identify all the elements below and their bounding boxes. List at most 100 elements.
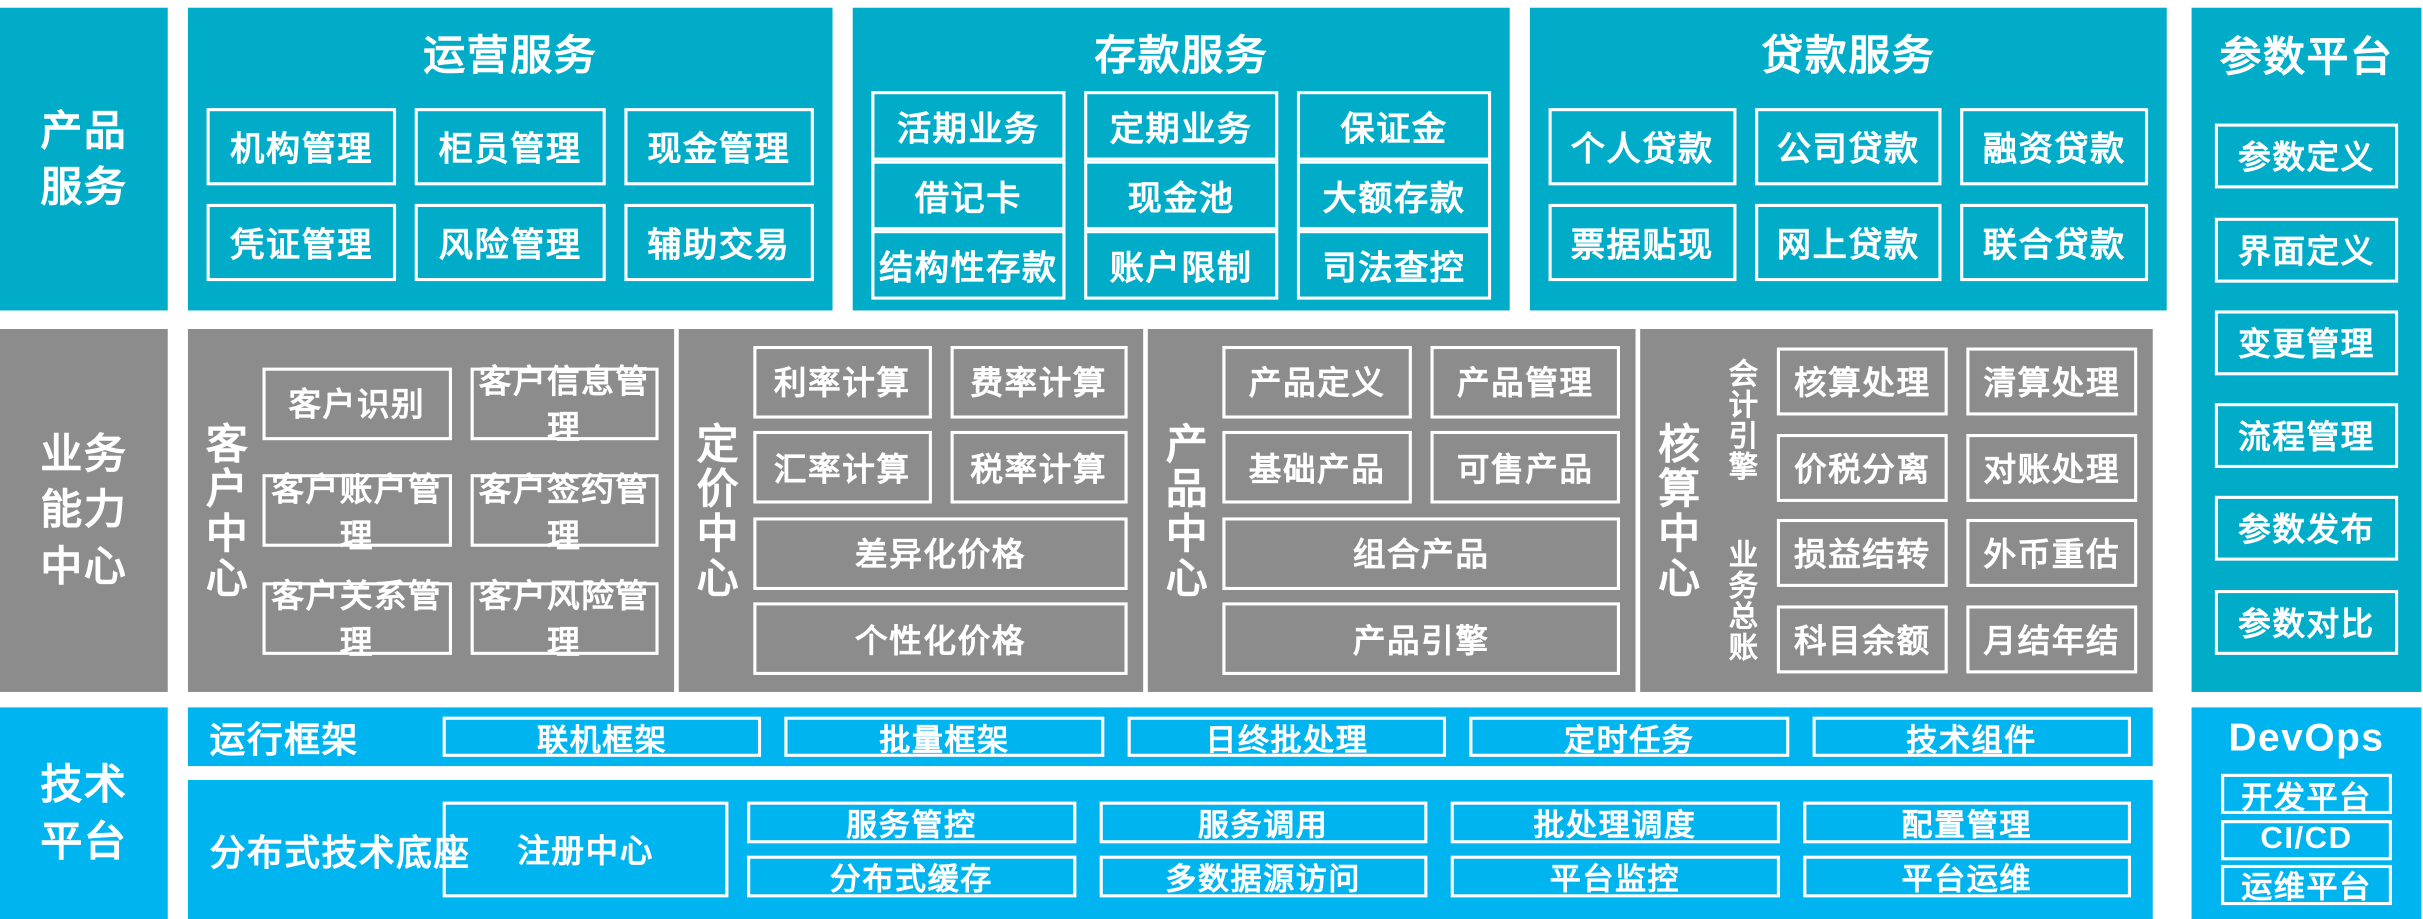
capability-cell[interactable]: 对账处理 <box>1966 433 2138 502</box>
deposit-services-body: 活期业务 定期业务 保证金 借记卡 现金池 大额存款 结构性存款 账户限制 司法… <box>853 91 1510 312</box>
tech-cell-registry[interactable]: 注册中心 <box>442 801 729 898</box>
capability-cell[interactable]: 客户风险管理 <box>469 579 659 661</box>
product-center-row: 产品引擎 <box>1222 602 1620 676</box>
service-cell[interactable]: 风险管理 <box>415 203 606 281</box>
devops-item[interactable]: 运维平台 <box>2221 864 2392 905</box>
service-cell[interactable]: 保证金 <box>1296 91 1492 161</box>
tech-cell[interactable]: 定时任务 <box>1469 716 1789 758</box>
service-cell[interactable]: 机构管理 <box>206 108 397 186</box>
capability-cell[interactable]: 利率计算 <box>753 345 932 418</box>
service-cell[interactable]: 现金管理 <box>623 108 814 186</box>
capability-cell[interactable]: 客户识别 <box>262 366 452 440</box>
distributed-base-column: 服务管控 分布式缓存 <box>747 801 1076 898</box>
capability-cell[interactable]: 税率计算 <box>949 431 1128 504</box>
service-cell[interactable]: 账户限制 <box>1084 230 1279 300</box>
parameter-item[interactable]: 参数发布 <box>2214 496 2399 562</box>
product-center-body: 产品定义 产品管理 基础产品 可售产品 组合产品 产品引擎 <box>1216 329 1635 692</box>
tech-cell[interactable]: 平台运维 <box>1802 855 2131 898</box>
deposit-services-row: 活期业务 定期业务 保证金 <box>871 91 1492 161</box>
center-label-pricing: 定价中心 <box>690 420 738 601</box>
capability-cell[interactable]: 组合产品 <box>1222 517 1620 590</box>
tech-cell[interactable]: 分布式缓存 <box>747 855 1076 898</box>
group-product-center: 产品中心 产品定义 产品管理 基础产品 可售产品 组合产品 产品引擎 <box>1147 328 1636 692</box>
general-ledger-row: 损益结转 外币重估 <box>1776 519 2138 588</box>
tech-cell[interactable]: 联机框架 <box>442 716 762 758</box>
tech-cell[interactable]: 服务调用 <box>1098 801 1428 844</box>
service-cell[interactable]: 司法查控 <box>1296 230 1492 300</box>
service-cell[interactable]: 结构性存款 <box>871 230 1066 300</box>
accounting-sub-labels: 会计引擎 业务总账 <box>1709 329 1771 692</box>
parameter-item[interactable]: 参数定义 <box>2214 123 2399 189</box>
capability-cell[interactable]: 客户信息管理 <box>469 365 659 446</box>
group-title-devops: DevOps <box>2228 716 2385 760</box>
service-cell[interactable]: 公司贷款 <box>1754 108 1943 186</box>
capability-cell[interactable]: 产品定义 <box>1222 345 1412 418</box>
parameter-item[interactable]: 界面定义 <box>2214 217 2399 282</box>
tech-cell[interactable]: 技术组件 <box>1812 716 2132 758</box>
runtime-framework-cells: 联机框架 批量框架 日终批处理 定时任务 技术组件 <box>436 716 2152 758</box>
service-cell[interactable]: 联合贷款 <box>1960 203 2149 281</box>
band-label-distributed-base: 分布式技术底座 <box>209 832 471 873</box>
capability-cell[interactable]: 月结年结 <box>1966 604 2138 673</box>
tech-cell[interactable]: 多数据源访问 <box>1098 855 1428 898</box>
tech-platform-body: 运行框架 联机框架 批量框架 日终批处理 定时任务 技术组件 分布式技术底座 注… <box>187 707 2153 919</box>
capability-cell[interactable]: 损益结转 <box>1776 519 1948 588</box>
service-cell[interactable]: 柜员管理 <box>415 108 606 186</box>
tech-cell[interactable]: 批量框架 <box>784 716 1105 758</box>
product-center-row: 组合产品 <box>1222 517 1620 590</box>
loan-services-row: 票据贴现 网上贷款 联合贷款 <box>1548 203 2149 281</box>
service-cell[interactable]: 借记卡 <box>871 160 1066 231</box>
service-cell[interactable]: 辅助交易 <box>623 203 814 281</box>
devops-item[interactable]: 开发平台 <box>2221 774 2392 815</box>
capability-cell[interactable]: 价税分离 <box>1776 433 1948 502</box>
capability-cell[interactable]: 客户账户管理 <box>262 472 452 554</box>
capability-cell[interactable]: 汇率计算 <box>753 431 932 504</box>
layer-label-business-capability: 业务 能力 中心 <box>0 328 168 692</box>
parameter-item[interactable]: 参数对比 <box>2214 589 2399 655</box>
devops-item[interactable]: CI/CD <box>2221 819 2392 860</box>
capability-cell[interactable]: 个性化价格 <box>753 602 1128 676</box>
service-cell[interactable]: 融资贷款 <box>1960 108 2149 186</box>
capability-cell[interactable]: 客户关系管理 <box>262 579 452 661</box>
deposit-services-row: 结构性存款 账户限制 司法查控 <box>871 230 1492 300</box>
service-cell[interactable]: 票据贴现 <box>1548 203 1736 281</box>
capability-cell[interactable]: 外币重估 <box>1966 519 2138 588</box>
service-cell[interactable]: 定期业务 <box>1084 91 1279 161</box>
capability-cell[interactable]: 科目余额 <box>1776 604 1948 673</box>
tech-cell[interactable]: 服务管控 <box>747 801 1076 844</box>
capability-cell[interactable]: 差异化价格 <box>753 517 1128 590</box>
parameter-item[interactable]: 变更管理 <box>2214 310 2399 376</box>
registry-wrapper: 注册中心 <box>436 801 747 898</box>
service-cell[interactable]: 个人贷款 <box>1548 108 1736 186</box>
band-runtime-framework: 运行框架 联机框架 批量框架 日终批处理 定时任务 技术组件 <box>187 707 2153 767</box>
deposit-services-row: 借记卡 现金池 大额存款 <box>871 160 1492 231</box>
capability-cell[interactable]: 基础产品 <box>1222 431 1412 504</box>
capability-cell[interactable]: 清算处理 <box>1966 348 2138 417</box>
product-center-row: 基础产品 可售产品 <box>1222 431 1620 504</box>
tech-cell[interactable]: 平台监控 <box>1450 855 1780 898</box>
center-label-accounting: 核算中心 <box>1651 420 1699 601</box>
service-cell[interactable]: 凭证管理 <box>206 203 397 281</box>
service-cell[interactable]: 活期业务 <box>871 91 1066 161</box>
service-cell[interactable]: 现金池 <box>1084 160 1279 231</box>
capability-cell[interactable]: 核算处理 <box>1776 348 1948 417</box>
group-deposit-services: 存款服务 活期业务 定期业务 保证金 借记卡 现金池 大额存款 结构性存款 账户… <box>852 7 1510 312</box>
service-cell[interactable]: 大额存款 <box>1296 160 1492 231</box>
capability-cell[interactable]: 客户签约管理 <box>469 472 659 554</box>
operation-services-body: 机构管理 柜员管理 现金管理 凭证管理 风险管理 辅助交易 <box>188 91 833 310</box>
capability-cell[interactable]: 费率计算 <box>949 345 1128 418</box>
layer-label-product-line2: 服务 <box>40 163 128 211</box>
capability-cell[interactable]: 可售产品 <box>1430 431 1620 504</box>
capability-cell[interactable]: 产品引擎 <box>1222 602 1620 676</box>
tech-cell[interactable]: 日终批处理 <box>1127 716 1447 758</box>
group-operation-services: 运营服务 机构管理 柜员管理 现金管理 凭证管理 风险管理 辅助交易 <box>187 7 833 311</box>
service-cell[interactable]: 网上贷款 <box>1754 203 1943 281</box>
layer-label-capability-line3: 中心 <box>40 543 128 590</box>
center-label-product: 产品中心 <box>1159 420 1207 601</box>
parameter-item[interactable]: 流程管理 <box>2214 403 2399 469</box>
capability-cell[interactable]: 产品管理 <box>1430 345 1620 418</box>
group-devops: DevOps 开发平台 CI/CD 运维平台 <box>2191 707 2422 919</box>
tech-cell[interactable]: 配置管理 <box>1802 801 2131 844</box>
tech-cell[interactable]: 批处理调度 <box>1450 801 1780 844</box>
